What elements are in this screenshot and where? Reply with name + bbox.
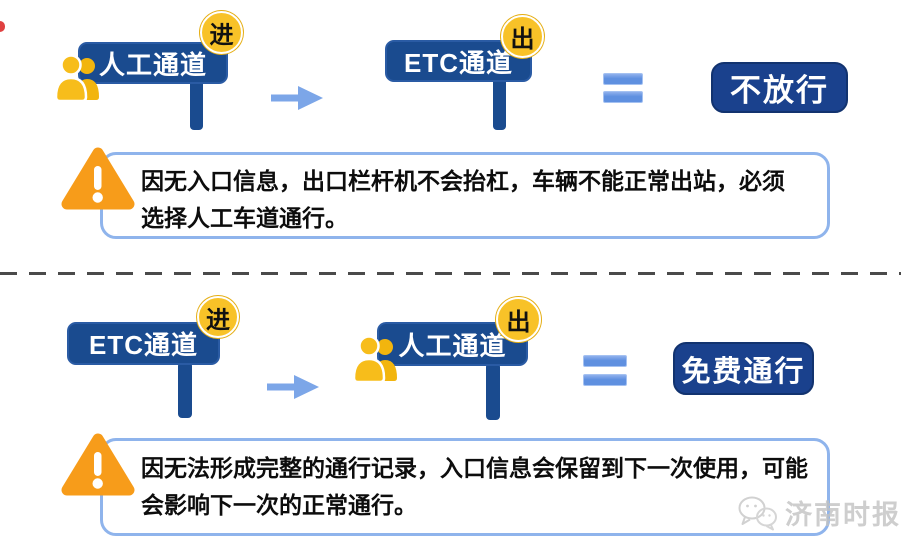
red-edge-mark [0,21,5,32]
sign-label: ETC通道 [403,47,513,78]
entry-badge: 进 [197,296,239,338]
exit-badge: 出 [496,297,541,342]
right-arrow-icon [271,86,323,110]
warning-line-2: 会影响下一次的正常通行。 [141,492,417,518]
warning-line-1: 因无法形成完整的通行记录，入口信息会保留到下一次使用，可能 [141,455,808,481]
sign-label: 人工通道 [98,49,207,80]
right-arrow-icon [267,375,319,399]
equals-bar [603,91,643,103]
sign-post [486,365,500,420]
sign-etc-channel: ETC通道 [67,322,220,365]
entry-badge: 进 [200,11,243,54]
sign-post [178,364,192,418]
result-badge-no-pass: 不放行 [711,62,848,113]
equals-bar [583,355,627,367]
exit-badge: 出 [501,15,544,58]
warning-text: 因无法形成完整的通行记录，入口信息会保留到下一次使用，可能 会影响下一次的正常通… [141,450,808,524]
watermark-text: 济南时报 [785,500,901,530]
dashed-divider [0,272,901,275]
people-icon [352,335,397,384]
sign-manual-channel: 人工通道 [78,42,228,84]
equals-bar [583,374,627,386]
result-badge-free-pass: 免费通行 [673,342,814,395]
warning-text: 因无入口信息，出口栏杆机不会抬杠，车辆不能正常出站，必须 选择人工车道通行。 [141,163,785,237]
equals-sign [583,355,627,386]
sign-label: 人工通道 [398,330,507,361]
sign-post [190,82,203,130]
warning-icon [61,147,135,210]
warning-box [100,152,830,239]
equals-sign [603,73,643,103]
warning-line-1: 因无入口信息，出口栏杆机不会抬杠，车辆不能正常出站，必须 [141,168,785,194]
warning-box [100,438,830,536]
warning-icon [61,433,135,496]
people-icon [54,54,99,103]
sign-label: ETC通道 [88,330,198,360]
sign-post [493,80,506,130]
equals-bar [603,73,643,85]
watermark: 济南时报 [736,493,901,532]
wechat-icon [738,496,777,530]
warning-line-2: 选择人工车道通行。 [141,205,348,231]
